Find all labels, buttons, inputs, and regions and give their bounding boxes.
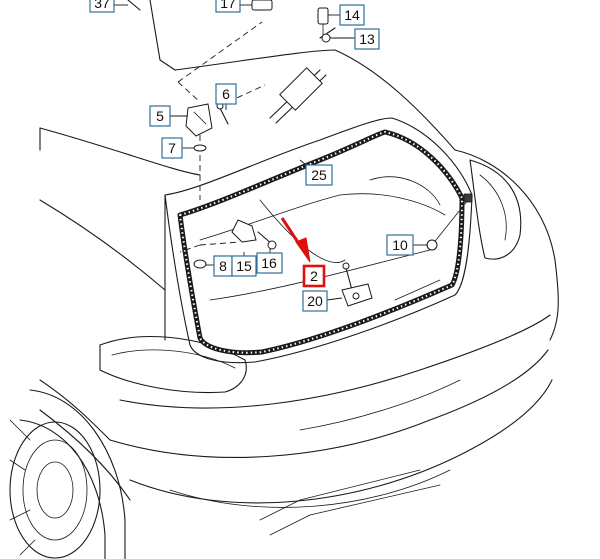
- car-body: [9, 0, 559, 559]
- callout-5[interactable]: 5: [149, 105, 171, 127]
- highlight-arrow: [280, 217, 311, 263]
- callout-17-label: 17: [220, 0, 236, 11]
- callout-6[interactable]: 6: [215, 83, 237, 105]
- callout-17[interactable]: 17: [215, 0, 241, 13]
- callout-13[interactable]: 13: [354, 28, 380, 50]
- callout-25-label: 25: [311, 167, 327, 183]
- callout-16-label: 16: [261, 255, 277, 271]
- callout-2-label: 2: [310, 268, 318, 284]
- small-parts: [127, 0, 373, 307]
- callout-20[interactable]: 20: [302, 290, 328, 312]
- callout-14[interactable]: 14: [339, 4, 365, 26]
- callout-37[interactable]: 37: [89, 0, 115, 13]
- callout-7-label: 7: [168, 140, 176, 156]
- callout-10[interactable]: 10: [386, 234, 414, 256]
- callout-7[interactable]: 7: [161, 137, 183, 159]
- callout-15[interactable]: 15: [231, 255, 257, 277]
- callout-20-label: 20: [307, 293, 323, 309]
- tailgate: [164, 27, 473, 364]
- callout-15-label: 15: [236, 258, 252, 274]
- dashed-leaders: [177, 21, 266, 253]
- callout-10-label: 10: [392, 237, 408, 253]
- callout-6-label: 6: [222, 86, 230, 102]
- callout-5-label: 5: [156, 108, 164, 124]
- rear-wheel: [9, 389, 126, 559]
- callout-13-label: 13: [359, 31, 375, 47]
- callout-2[interactable]: 2: [302, 264, 326, 288]
- callout-14-label: 14: [344, 7, 360, 23]
- callout-37-label: 37: [94, 0, 110, 11]
- callout-16[interactable]: 16: [256, 252, 283, 274]
- callout-25[interactable]: 25: [305, 164, 333, 186]
- callout-8-label: 8: [219, 258, 227, 274]
- callout-8[interactable]: 8: [213, 255, 233, 277]
